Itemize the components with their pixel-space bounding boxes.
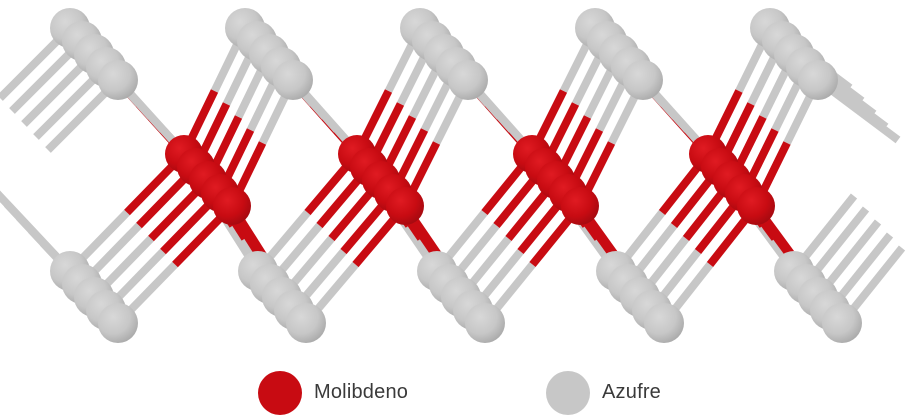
sulfur-swatch-icon xyxy=(546,370,590,415)
molybdenum-atom-1-d0 xyxy=(386,187,424,225)
legend-item-sulfur: Azufre xyxy=(546,370,661,415)
mos2-crystal-structure xyxy=(0,8,906,343)
sulfur-atom-top-4-d0 xyxy=(798,60,838,100)
sulfur-atom-top-1-d0 xyxy=(273,60,313,100)
molybdenum-atom-2-d0 xyxy=(561,187,599,225)
legend: Molibdeno Azufre xyxy=(0,370,909,415)
molybdenum-atom-3-d0 xyxy=(737,187,775,225)
legend-label-sulfur: Azufre xyxy=(602,381,662,403)
sulfur-atom-bottom-1-d0 xyxy=(286,303,326,343)
sulfur-atom-bottom-0-d0 xyxy=(98,303,138,343)
sulfur-atom-top-3-d0 xyxy=(623,60,663,100)
sulfur-atom-top-0-d0 xyxy=(98,60,138,100)
legend-label-molybdenum: Molibdeno xyxy=(314,381,409,403)
atoms-layer xyxy=(50,8,862,343)
sulfur-atom-bottom-4-d0 xyxy=(822,303,862,343)
sulfur-atom-bottom-3-d0 xyxy=(644,303,684,343)
molybdenum-swatch-icon xyxy=(258,370,302,415)
sulfur-atom-top-2-d0 xyxy=(448,60,488,100)
sulfur-atom-bottom-2-d0 xyxy=(465,303,505,343)
legend-item-molybdenum: Molibdeno xyxy=(258,370,408,415)
molybdenum-atom-0-d0 xyxy=(213,187,251,225)
